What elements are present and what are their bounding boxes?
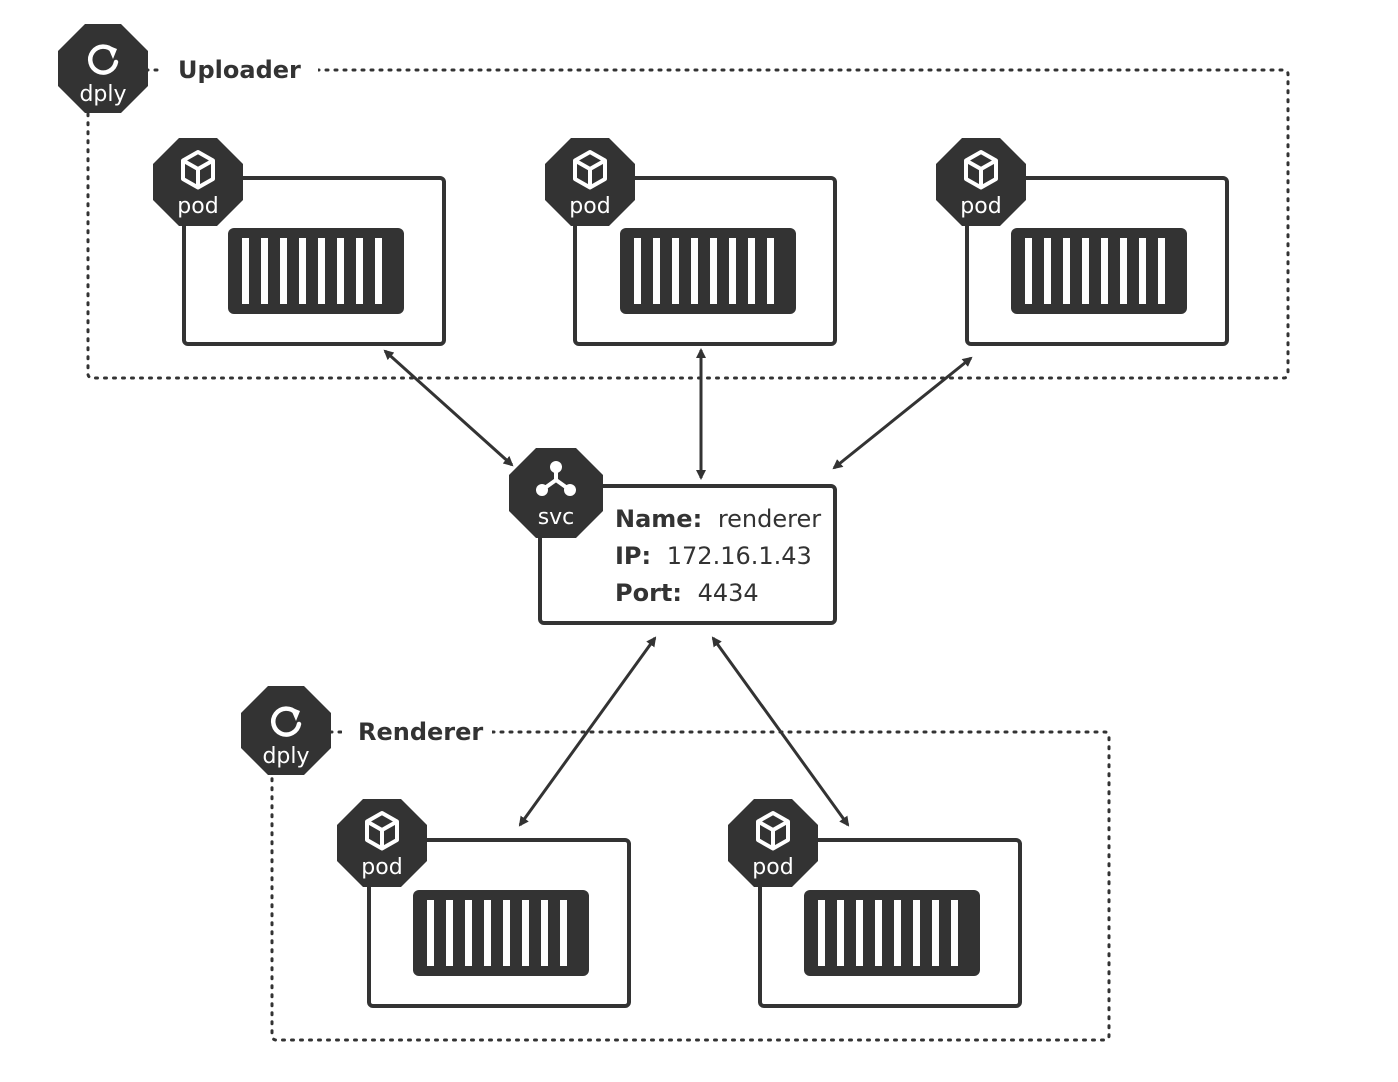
service-port-key: Port: [615,579,682,607]
container-icon [1011,228,1187,314]
connections [383,348,973,827]
pod-label: pod [177,194,218,219]
uploader-title: Uploader [178,56,301,84]
container-icon [413,890,589,976]
renderer-deployment-boundary [270,730,1111,1042]
arrow-uploader-pod-1-to-service [383,349,514,467]
container-icon [804,890,980,976]
arrow-service-to-renderer-pod-2 [711,636,850,827]
uploader-deployment: Uploader dply [58,24,1290,380]
service-badge: svc [509,448,603,538]
service-name-row: Name: renderer [615,505,821,533]
renderer-pod-1: pod [337,799,631,1008]
service-badge-label: svc [538,505,575,530]
renderer-badge-label: dply [262,744,309,769]
renderer-deployment-badge: dply [241,686,331,775]
renderer-pod-2: pod [728,799,1022,1008]
pod-label: pod [960,194,1001,219]
service-ip-row: IP: 172.16.1.43 [615,542,812,570]
renderer-deployment: Renderer dply [241,686,1111,1042]
service-info-box [538,484,837,625]
service-ip-value: 172.16.1.43 [667,542,812,570]
container-icon [228,228,404,314]
arrow-uploader-pod-3-to-service [832,356,973,470]
uploader-deployment-boundary [86,68,1290,380]
service-name-key: Name: [615,505,702,533]
service-ip-key: IP: [615,542,651,570]
uploader-deployment-badge: dply [58,24,148,113]
service-port-value: 4434 [698,579,759,607]
uploader-badge-label: dply [79,82,126,107]
renderer-service: Name: renderer IP: 172.16.1.43 Port: 443… [509,448,837,625]
renderer-title: Renderer [358,718,483,746]
uploader-pod-3: pod [936,138,1229,346]
pod-label: pod [569,194,610,219]
uploader-pod-1: pod [153,138,446,346]
uploader-pod-2: pod [545,138,837,346]
service-name-value: renderer [718,505,821,533]
service-port-row: Port: 4434 [615,579,759,607]
pod-label: pod [361,855,402,880]
container-icon [620,228,796,314]
pod-label: pod [752,855,793,880]
arrow-service-to-renderer-pod-1 [518,636,657,827]
